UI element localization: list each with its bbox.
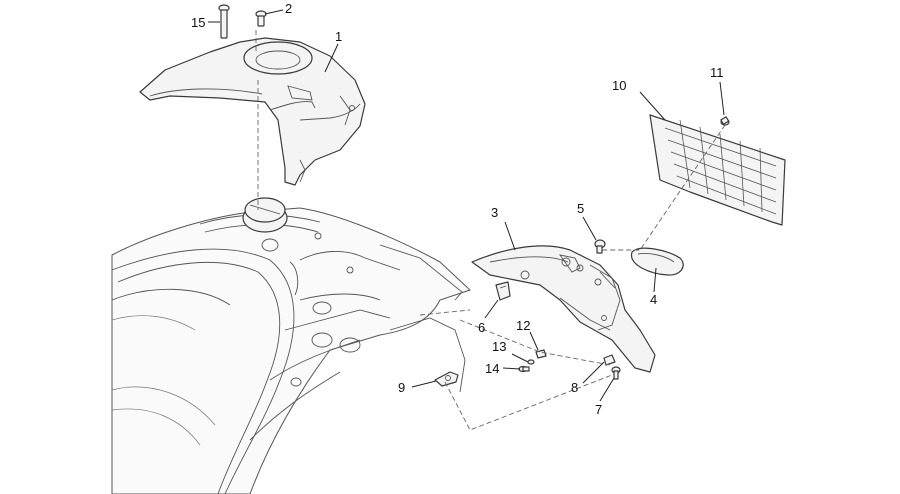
part-3-rear-holder (471, 245, 656, 373)
part-12-nut (535, 349, 547, 359)
part-5-screw (594, 239, 606, 254)
callout-labels: 1 2 3 4 5 6 7 8 9 10 11 12 13 14 15 (191, 1, 724, 417)
part-6-clip (495, 281, 511, 301)
callout-9: 9 (398, 380, 405, 395)
part-8-nut (603, 354, 616, 366)
part-11-screw (720, 116, 730, 126)
callout-4: 4 (650, 292, 657, 307)
part-7-screw (611, 366, 621, 380)
part-15-screw (218, 4, 230, 39)
part-1-upper-cover (139, 37, 366, 186)
callout-10: 10 (612, 78, 626, 93)
callout-6: 6 (478, 320, 485, 335)
part-9-bracket (434, 371, 459, 387)
callout-5: 5 (577, 201, 584, 216)
part-10-license-plate (649, 114, 786, 226)
part-13-washer (527, 359, 535, 365)
fuel-cap (242, 197, 299, 296)
leader-lines (208, 9, 725, 402)
callout-12: 12 (516, 318, 530, 333)
callout-1: 1 (335, 29, 342, 44)
callout-7: 7 (595, 402, 602, 417)
part-14-screw (518, 365, 530, 373)
callout-11: 11 (710, 65, 724, 80)
part-4-reflector (631, 247, 684, 276)
callout-15: 15 (191, 15, 205, 30)
callout-13: 13 (492, 339, 506, 354)
callout-14: 14 (485, 361, 499, 376)
callout-3: 3 (491, 205, 498, 220)
callout-2: 2 (285, 1, 292, 16)
part-2-screw (255, 10, 267, 27)
scooter-frame (111, 207, 471, 494)
callout-8: 8 (571, 380, 578, 395)
